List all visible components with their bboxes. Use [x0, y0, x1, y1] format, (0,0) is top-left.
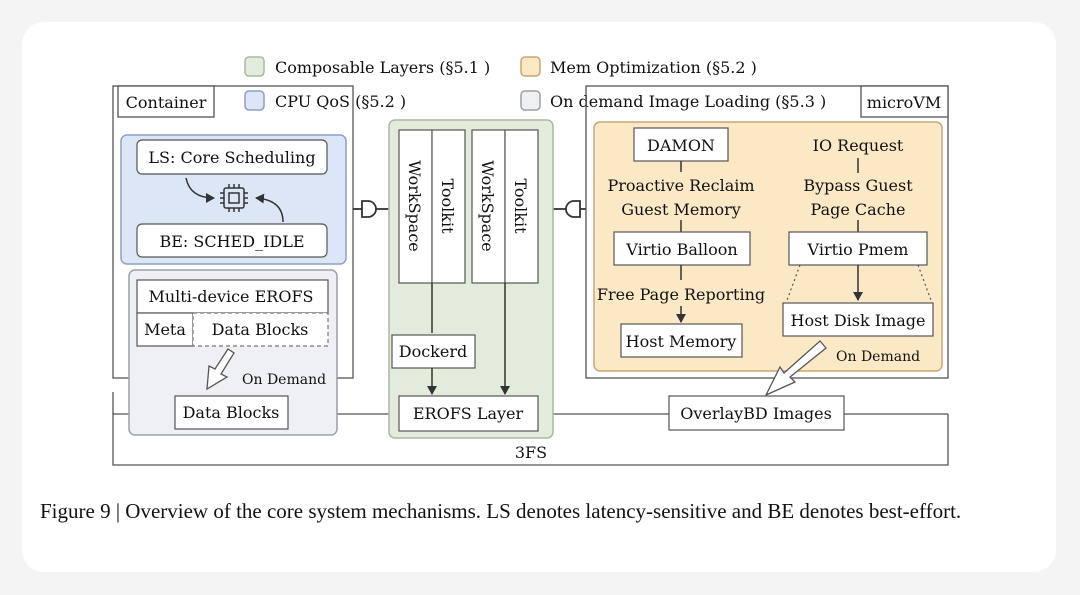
legend-cpu-label: CPU QoS (§5.2 ): [275, 92, 406, 111]
data-blocks-dashed: Data Blocks: [212, 320, 309, 339]
container-on-demand: On Demand: [242, 372, 326, 388]
legend-swatch-ondemand: [520, 90, 541, 111]
meta-block: Meta: [144, 320, 186, 339]
free-page-reporting: Free Page Reporting: [597, 285, 765, 304]
cpu-chip-icon: [220, 184, 248, 212]
legend-swatch-composable: [244, 56, 265, 77]
multi-device-erofs: Multi-device EROFS: [148, 287, 313, 306]
toolkit-1: Toolkit: [438, 178, 457, 234]
threefs-label: 3FS: [515, 443, 547, 462]
proactive-reclaim: Proactive Reclaim: [607, 176, 754, 195]
damon-box: DAMON: [647, 136, 715, 155]
bypass-guest: Bypass Guest: [803, 176, 913, 195]
virtio-pmem-box: Virtio Pmem: [807, 240, 909, 259]
threefs-frame: [112, 392, 949, 466]
page-cache: Page Cache: [811, 200, 906, 219]
workspace-1: WorkSpace: [405, 160, 424, 252]
overlaybd-hollow-arrow: [764, 340, 827, 397]
plug-connector-left: [353, 200, 389, 218]
microvm-label: microVM: [867, 93, 941, 112]
figure-caption: Figure 9 | Overview of the core system m…: [40, 499, 962, 523]
ls-core-scheduling: LS: Core Scheduling: [148, 148, 315, 167]
data-blocks-bottom: Data Blocks: [183, 403, 280, 422]
dockerd-box: Dockerd: [399, 342, 467, 361]
legend-mem-label: Mem Optimization (§5.2 ): [550, 58, 757, 77]
toolkit-2: Toolkit: [511, 178, 530, 234]
host-memory-box: Host Memory: [626, 332, 737, 351]
plug-connector-right: [553, 200, 586, 218]
on-demand-hollow-arrow: [206, 348, 235, 391]
guest-memory: Guest Memory: [621, 200, 741, 219]
erofs-layer-box: EROFS Layer: [413, 404, 524, 423]
host-disk-image-box: Host Disk Image: [791, 311, 926, 330]
overlaybd-images-box: OverlayBD Images: [680, 404, 832, 423]
virtio-balloon-box: Virtio Balloon: [625, 240, 737, 259]
container-label: Container: [126, 93, 207, 112]
legend-swatch-cpu: [244, 90, 265, 111]
microvm-on-demand: On Demand: [836, 349, 920, 365]
legend-composable-label: Composable Layers (§5.1 ): [275, 58, 490, 77]
workspace-2: WorkSpace: [478, 160, 497, 252]
io-request: IO Request: [813, 136, 904, 155]
legend-ondemand-label: On demand Image Loading (§5.3 ): [550, 92, 826, 111]
be-sched-idle: BE: SCHED_IDLE: [159, 232, 304, 251]
legend-swatch-mem: [520, 56, 541, 77]
microvm-frame: [585, 85, 949, 379]
